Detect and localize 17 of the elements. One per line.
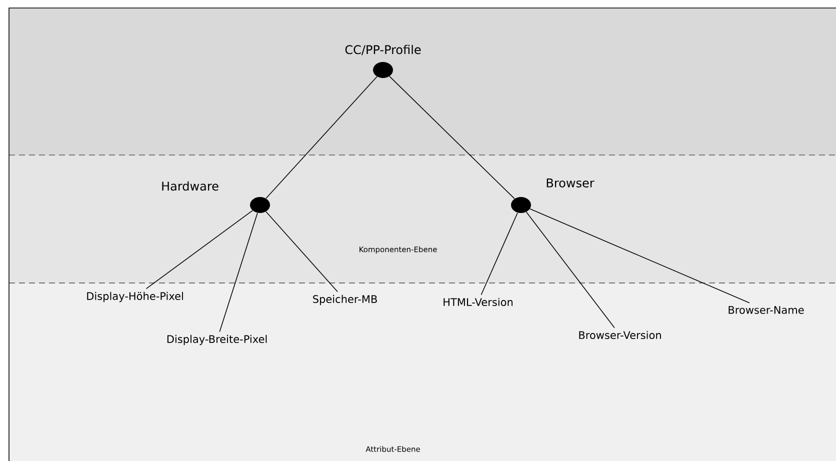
attribute-label: Browser-Name <box>728 306 804 314</box>
tree-line <box>389 76 515 200</box>
attribute-label: HTML-Version <box>444 298 513 306</box>
tree-line <box>146 210 253 290</box>
tree-line <box>219 212 258 332</box>
attribute-label: Speicher-MB <box>313 294 377 306</box>
attribute-label: Browser-Version <box>579 330 661 340</box>
node-label: Hardware <box>162 181 218 191</box>
node-label: CC/PP-Profile <box>345 44 421 56</box>
attribute-label: Display-Breite-Pixel <box>167 334 267 346</box>
attribute-label: Display-Höhe-Pixel <box>87 292 183 302</box>
tree-line <box>526 212 615 328</box>
tree-line <box>480 212 518 296</box>
tree-line <box>266 76 378 199</box>
tree-line <box>266 211 338 292</box>
node-label: Browser <box>546 178 594 188</box>
tree-line <box>530 208 750 304</box>
